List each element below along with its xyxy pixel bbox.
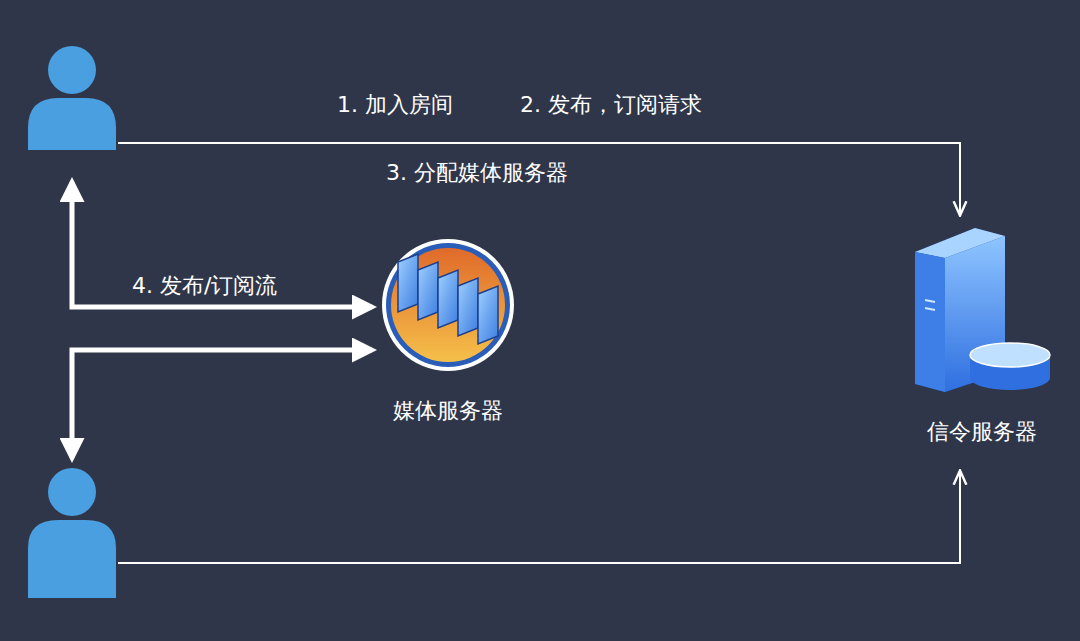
step-label: 3. 分配媒体服务器 bbox=[386, 160, 568, 186]
signaling-server-icon bbox=[915, 228, 1050, 392]
step-label: 4. 发布/订阅流 bbox=[132, 273, 277, 299]
step-label: 2. 发布，订阅请求 bbox=[520, 92, 702, 118]
server-name: 媒体服务器 bbox=[393, 398, 503, 424]
stream-line bbox=[72, 350, 372, 458]
server-name: 信令服务器 bbox=[927, 419, 1037, 445]
user-icon bbox=[28, 46, 116, 150]
request-line bbox=[118, 143, 960, 214]
stream-line bbox=[72, 182, 372, 307]
request-line bbox=[118, 472, 960, 563]
media-server-icon bbox=[382, 239, 514, 371]
server-label-box: 媒体服务器 bbox=[389, 396, 507, 426]
step-label: 1. 加入房间 bbox=[337, 92, 453, 118]
server-label-box: 信令服务器 bbox=[923, 417, 1041, 447]
user-icon bbox=[28, 468, 116, 598]
